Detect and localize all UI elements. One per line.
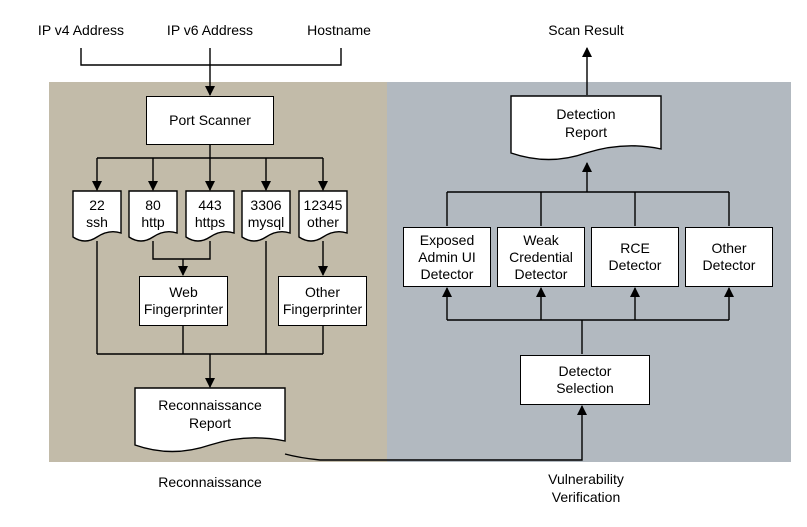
hostname-input-label: Hostname [307, 22, 371, 38]
node-label-line: Weak [523, 231, 559, 248]
rce-detector-node: RCE Detector [591, 227, 679, 287]
port-22-doc: 22 ssh [86, 197, 108, 231]
report-to-selection [284, 405, 587, 461]
node-label-line: Detector [558, 363, 612, 379]
port-12345-doc: 12345 other [304, 197, 343, 231]
port-number: 443 [198, 197, 222, 213]
doc-shape-port-80 [128, 190, 178, 242]
port-number: 3306 [250, 197, 282, 213]
node-label-line: Detector [702, 257, 756, 273]
node-label-line: Report [188, 415, 232, 431]
ipv4-input-label: IP v4 Address [37, 22, 125, 38]
node-label-line: Detector [420, 265, 474, 282]
node-label-line: Web [169, 284, 198, 300]
caption-line: Vulnerability [548, 471, 624, 487]
port-number: 22 [89, 197, 105, 213]
node-label-line: Detection [556, 106, 616, 122]
node-label-line: Credential [509, 248, 573, 265]
doc-shape-recon-report [134, 387, 286, 453]
web-fingerprinter-node: Web Fingerprinter [139, 276, 228, 326]
port-service: ssh [86, 214, 108, 230]
verification-region-caption: Vulnerability Verification [548, 470, 624, 506]
other-detector-node: Other Detector [685, 227, 773, 287]
port-scanner-label: Port Scanner [169, 112, 251, 128]
doc-shape-detection-report [510, 95, 662, 161]
node-label-line: Report [564, 124, 608, 140]
node-label-line: Reconnaissance [158, 397, 262, 413]
other-fingerprinter-node: Other Fingerprinter [278, 276, 367, 326]
caption-line: Verification [551, 489, 621, 505]
weak-credential-detector-node: Weak Credential Detector [497, 227, 585, 287]
node-label-line: Detector [514, 265, 568, 282]
port-service: https [194, 214, 226, 230]
node-label-line: Admin UI [418, 248, 476, 265]
doc-shape-port-22 [72, 190, 122, 242]
node-label-line: Exposed [419, 231, 475, 248]
node-label-line: Detector [608, 257, 662, 273]
node-label-line: Other [304, 284, 340, 300]
scan-result-label: Scan Result [548, 22, 624, 38]
doc-shape-port-3306 [241, 190, 291, 242]
port-80-doc: 80 http [141, 197, 164, 231]
node-label-line: Other [711, 240, 747, 256]
port-service: mysql [247, 214, 285, 230]
recon-report-doc: Reconnaissance Report [158, 396, 262, 432]
port-service: http [141, 214, 165, 230]
port-number: 12345 [303, 197, 343, 213]
port-scanner-node: Port Scanner [146, 96, 274, 145]
node-label-line: Selection [556, 380, 614, 396]
input-bracket [80, 48, 342, 66]
exposed-admin-ui-detector-node: Exposed Admin UI Detector [403, 227, 491, 287]
node-label-line: Fingerprinter [282, 301, 363, 317]
recon-region-caption: Reconnaissance [158, 474, 262, 490]
detection-report-doc: Detection Report [556, 105, 615, 141]
port-number: 80 [145, 197, 161, 213]
doc-shape-port-12345 [298, 190, 348, 242]
ipv6-input-label: IP v6 Address [166, 22, 254, 38]
node-label-line: Fingerprinter [143, 301, 224, 317]
doc-shape-port-443 [185, 190, 235, 242]
port-3306-doc: 3306 mysql [248, 197, 285, 231]
node-label-line: RCE [620, 240, 650, 256]
port-443-doc: 443 https [195, 197, 225, 231]
web-join [152, 241, 211, 260]
port-service: other [307, 214, 339, 230]
detector-selection-node: Detector Selection [520, 355, 650, 405]
